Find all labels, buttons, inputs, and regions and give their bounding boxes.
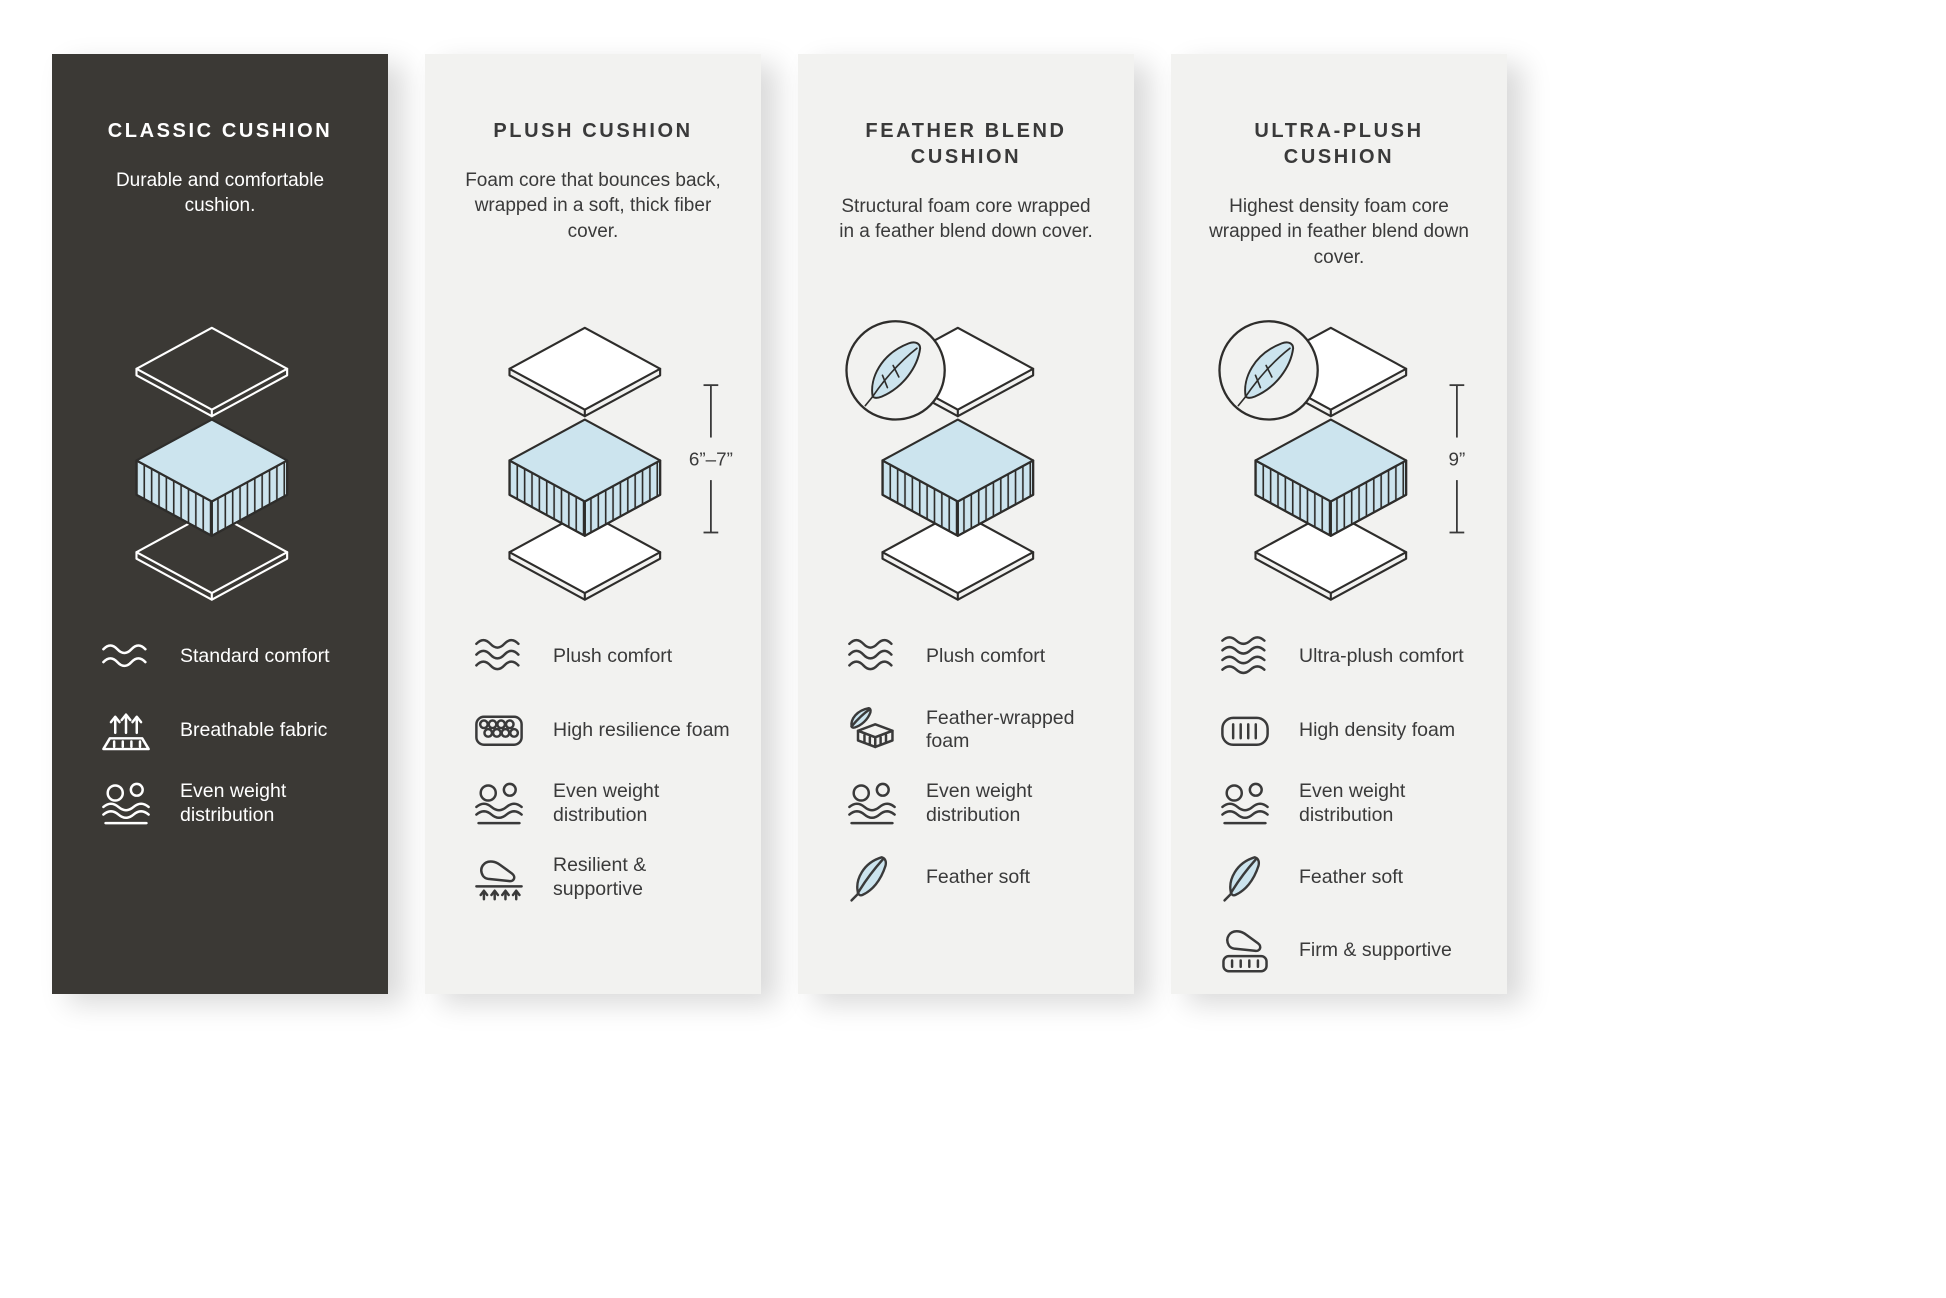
thickness-dimension: 6”–7” bbox=[689, 384, 733, 534]
panel-plush-cushion: PLUSH CUSHION Foam core that bounces bac… bbox=[425, 54, 761, 994]
feature-label: Feather soft bbox=[1299, 865, 1404, 888]
cushion-diagram bbox=[835, 318, 1097, 606]
bottom-layer-illustration bbox=[135, 510, 289, 601]
feature-feather-wrapped-foam: Feather-wrapped foam bbox=[844, 706, 1106, 756]
cushion-diagram: 9” bbox=[1208, 318, 1470, 606]
feature-high-resilience-foam: High resilience foam bbox=[471, 706, 733, 756]
feature-label: Plush comfort bbox=[926, 645, 1046, 668]
feature-label: Standard comfort bbox=[180, 645, 330, 668]
layered-cushion-illustration bbox=[845, 320, 1035, 601]
feature-label: Feather soft bbox=[926, 865, 1031, 888]
feature-label: Breathable fabric bbox=[180, 718, 328, 741]
cushion-diagram bbox=[89, 318, 351, 606]
feature-label: Even weight distribution bbox=[553, 780, 660, 827]
feather-badge bbox=[1218, 320, 1319, 421]
feature-ultra-plush-comfort: Ultra-plush comfort bbox=[1217, 632, 1479, 682]
panel-description: Highest density foam core wrapped in fea… bbox=[1209, 196, 1469, 268]
feature-list: Standard comfort bbox=[80, 632, 360, 829]
panel-feather-blend-cushion: FEATHER BLEND CUSHION Structural foam co… bbox=[798, 54, 1134, 994]
layered-cushion-illustration bbox=[135, 326, 289, 601]
feather-icon bbox=[1217, 853, 1273, 903]
weight-distribution-icon bbox=[98, 779, 154, 829]
feature-breathable-fabric: Breathable fabric bbox=[98, 706, 360, 756]
feature-even-weight: Even weight distribution bbox=[98, 779, 360, 829]
top-layer-illustration bbox=[135, 326, 289, 418]
feature-label: Resilient & supportive bbox=[553, 853, 647, 900]
cushion-diagram: 6”–7” bbox=[462, 318, 733, 606]
panel-title: FEATHER BLEND CUSHION bbox=[865, 120, 1067, 168]
panel-header: FEATHER BLEND CUSHION Structural foam co… bbox=[826, 118, 1106, 290]
weight-distribution-icon bbox=[1217, 779, 1273, 829]
foam-core-illustration bbox=[1254, 418, 1408, 537]
foam-honeycomb-icon bbox=[471, 706, 527, 756]
feature-list: Plush comfort High re bbox=[453, 632, 733, 902]
panel-header: PLUSH CUSHION Foam core that bounces bac… bbox=[453, 118, 733, 290]
feature-high-density-foam: High density foam bbox=[1217, 706, 1479, 756]
feature-resilient-supportive: Resilient & supportive bbox=[471, 853, 733, 903]
panel-description: Foam core that bounces back, wrapped in … bbox=[465, 170, 721, 242]
comfort-waves-icon bbox=[844, 632, 900, 682]
bottom-layer-illustration bbox=[881, 510, 1035, 601]
feature-label: Feather-wrapped foam bbox=[926, 706, 1075, 753]
panel-title: PLUSH CUSHION bbox=[493, 120, 693, 142]
weight-distribution-icon bbox=[844, 779, 900, 829]
feature-label: High resilience foam bbox=[553, 718, 730, 741]
feature-list: Plush comfort Feather bbox=[826, 632, 1106, 902]
feather-badge bbox=[845, 320, 946, 421]
feature-label: Ultra-plush comfort bbox=[1299, 645, 1464, 668]
feature-feather-soft: Feather soft bbox=[844, 853, 1106, 903]
feature-plush-comfort: Plush comfort bbox=[844, 632, 1106, 682]
feather-foam-icon bbox=[844, 706, 900, 756]
feature-even-weight: Even weight distribution bbox=[844, 779, 1106, 829]
feature-feather-soft: Feather soft bbox=[1217, 853, 1479, 903]
feature-standard-comfort: Standard comfort bbox=[98, 632, 360, 682]
panel-header: CLASSIC CUSHION Durable and comfortable … bbox=[80, 118, 360, 290]
panel-description: Structural foam core wrapped in a feathe… bbox=[839, 196, 1093, 243]
feature-label: Firm & supportive bbox=[1299, 939, 1452, 962]
layered-cushion-illustration: 9” bbox=[1218, 320, 1466, 601]
feature-even-weight: Even weight distribution bbox=[1217, 779, 1479, 829]
hand-press-icon bbox=[471, 853, 527, 903]
panel-title: ULTRA-PLUSH CUSHION bbox=[1254, 120, 1424, 168]
feature-label: Even weight distribution bbox=[926, 780, 1033, 827]
panel-ultra-plush-cushion: ULTRA-PLUSH CUSHION Highest density foam… bbox=[1171, 54, 1507, 994]
feather-icon bbox=[844, 853, 900, 903]
feature-plush-comfort: Plush comfort bbox=[471, 632, 733, 682]
layered-cushion-illustration: 6”–7” bbox=[508, 326, 733, 601]
comfort-waves-icon bbox=[471, 632, 527, 682]
feature-label: Even weight distribution bbox=[180, 780, 287, 827]
top-layer-illustration bbox=[508, 326, 662, 418]
foam-core-illustration bbox=[881, 418, 1035, 537]
panel-description: Durable and comfortable cushion. bbox=[115, 170, 325, 217]
thickness-dimension: 9” bbox=[1449, 384, 1466, 534]
foam-core-illustration bbox=[135, 418, 289, 537]
panel-header: ULTRA-PLUSH CUSHION Highest density foam… bbox=[1199, 118, 1479, 290]
comfort-waves-icon bbox=[1217, 632, 1273, 682]
foam-core-illustration bbox=[508, 418, 662, 537]
thickness-label: 6”–7” bbox=[689, 448, 733, 469]
feature-firm-supportive: Firm & supportive bbox=[1217, 926, 1479, 976]
feature-even-weight: Even weight distribution bbox=[471, 779, 733, 829]
feature-label: Plush comfort bbox=[553, 645, 673, 668]
feature-label: High density foam bbox=[1299, 718, 1456, 741]
panel-title: CLASSIC CUSHION bbox=[107, 120, 333, 142]
feature-list: Ultra-plush comfort High density foam bbox=[1199, 632, 1479, 976]
bottom-layer-illustration bbox=[1254, 510, 1408, 601]
feature-label: Even weight distribution bbox=[1299, 780, 1406, 827]
cushion-comparison: CLASSIC CUSHION Durable and comfortable … bbox=[52, 54, 1507, 994]
hand-press-icon bbox=[1217, 926, 1273, 976]
weight-distribution-icon bbox=[471, 779, 527, 829]
thickness-label: 9” bbox=[1449, 448, 1466, 469]
panel-classic-cushion: CLASSIC CUSHION Durable and comfortable … bbox=[52, 54, 388, 994]
comfort-waves-icon bbox=[98, 632, 154, 682]
bottom-layer-illustration bbox=[508, 510, 662, 601]
breathable-fabric-icon bbox=[98, 706, 154, 756]
foam-density-icon bbox=[1217, 706, 1273, 756]
